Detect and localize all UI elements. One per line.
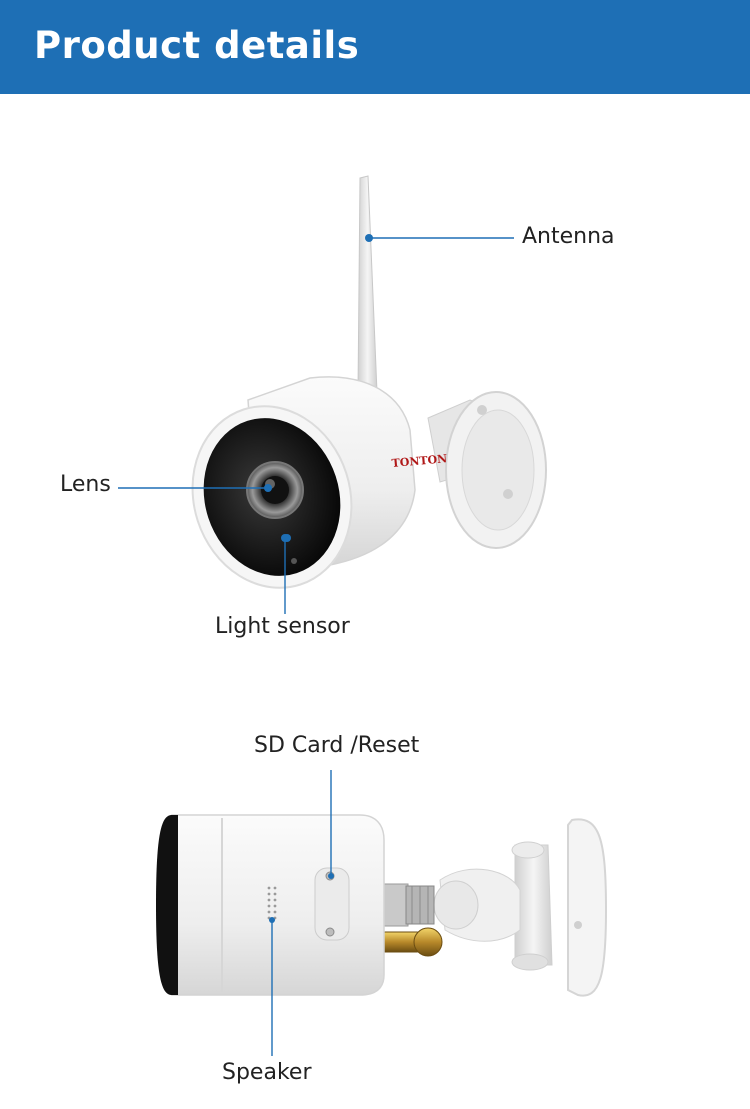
light-sensor-label: Light sensor xyxy=(215,614,350,639)
lens-marker xyxy=(264,484,272,492)
antenna-label: Antenna xyxy=(522,224,615,249)
antenna-marker xyxy=(365,234,373,242)
brand-logo: TONTON xyxy=(391,452,448,470)
speaker-label: Speaker xyxy=(222,1060,312,1085)
speaker-marker xyxy=(269,917,275,923)
callout-lines-bottom xyxy=(269,770,334,1056)
callout-lines-top xyxy=(118,234,514,614)
camera-side-view xyxy=(156,814,608,997)
header-bar: Product details xyxy=(0,0,750,94)
lens-label: Lens xyxy=(60,472,111,497)
sd-card-marker xyxy=(328,873,334,879)
camera-front-view: TONTON xyxy=(191,175,547,589)
light-sensor-marker xyxy=(281,534,289,542)
sd-card-reset-label: SD Card /Reset xyxy=(254,733,420,758)
antenna-shape xyxy=(357,175,378,393)
page-title: Product details xyxy=(34,24,360,67)
